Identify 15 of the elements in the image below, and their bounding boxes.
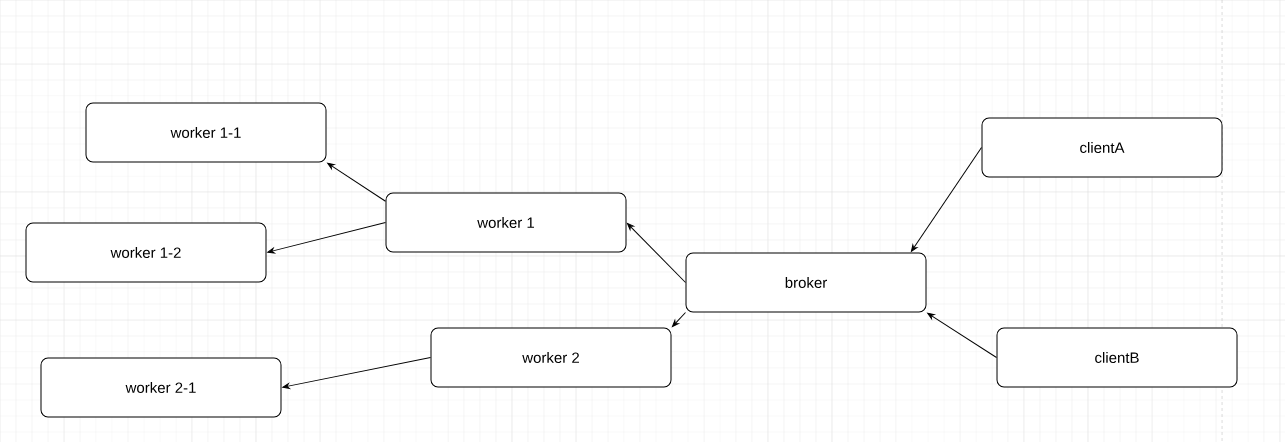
process-box: broker bbox=[685, 252, 927, 313]
process-box: worker 1-1 bbox=[85, 102, 327, 163]
process-box: worker 2 bbox=[430, 327, 672, 388]
process-box: clientB bbox=[996, 327, 1238, 388]
arrow bbox=[282, 357, 431, 389]
arrow bbox=[927, 312, 997, 358]
arrow bbox=[671, 312, 686, 327]
process-box: clientA bbox=[981, 117, 1223, 178]
arrow bbox=[910, 147, 982, 252]
arrow bbox=[627, 223, 686, 283]
process-box: worker 1 bbox=[385, 192, 627, 253]
arrow bbox=[267, 222, 386, 254]
process-box: worker 2-1 bbox=[40, 357, 282, 418]
arrow bbox=[327, 162, 386, 202]
process-box: worker 1-2 bbox=[25, 222, 267, 283]
